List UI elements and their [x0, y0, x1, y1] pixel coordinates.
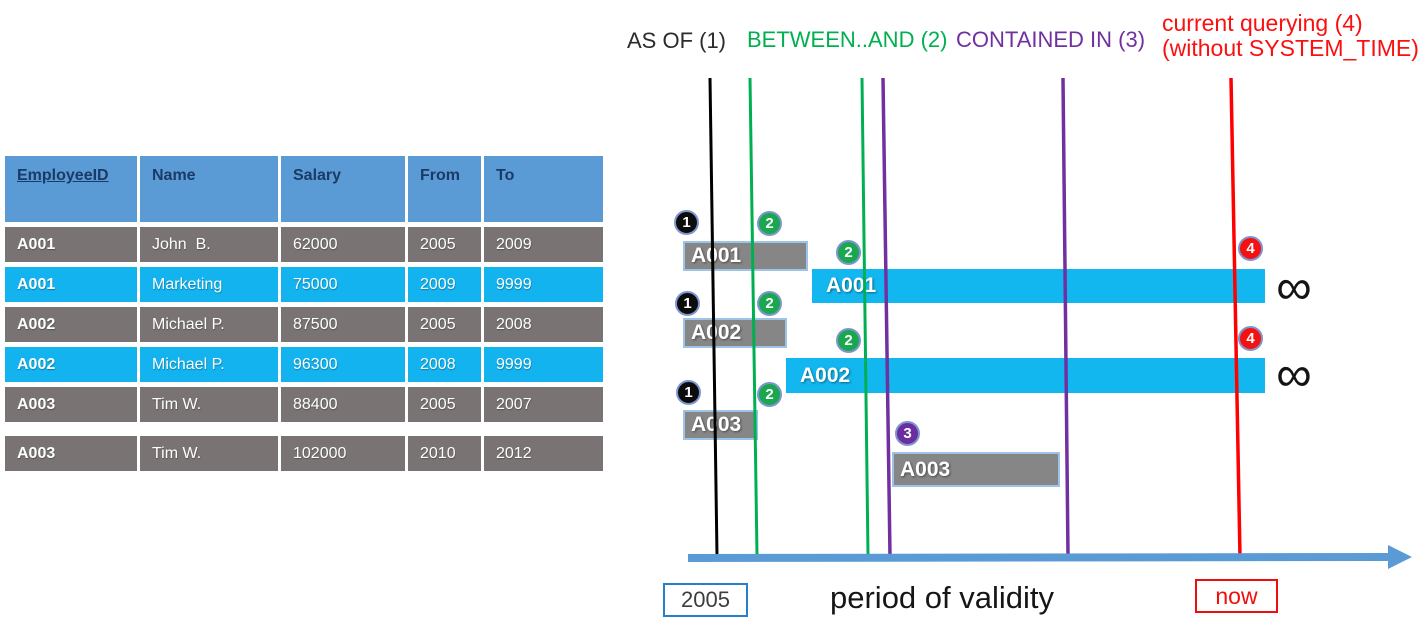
axis-start-year-box: 2005 — [663, 583, 748, 617]
validity-bar-label: A001 — [826, 274, 877, 297]
employee-id-cell: A003 — [5, 387, 137, 422]
validity-bar-a002-history: A002 — [683, 318, 787, 348]
employee-id-cell: A001 — [5, 267, 137, 302]
to-cell: 2012 — [484, 436, 603, 471]
time-axis-arrowhead — [1388, 545, 1412, 569]
name-cell: Tim W. — [140, 387, 278, 422]
to-cell: 2009 — [484, 227, 603, 262]
salary-cell: 88400 — [281, 387, 405, 422]
validity-bar-label: A002 — [691, 321, 742, 344]
column-header: To — [484, 156, 603, 222]
column-header: Name — [140, 156, 278, 222]
from-cell: 2008 — [408, 347, 481, 382]
query-badge-2: 2 — [757, 382, 782, 407]
validity-bar-a001-current: A001 — [812, 269, 1265, 303]
name-cell: Michael P. — [140, 347, 278, 382]
infinity-symbol-a002: ∞ — [1276, 346, 1312, 402]
validity-bar-label: A001 — [691, 244, 742, 267]
between-start-line — [748, 77, 759, 557]
to-cell: 2007 — [484, 387, 603, 422]
query-badge-2: 2 — [836, 240, 861, 265]
between-end-line — [860, 77, 870, 557]
query-badge-4: 4 — [1238, 236, 1263, 261]
query-badge-2: 2 — [757, 211, 782, 236]
employee-id-cell: A001 — [5, 227, 137, 262]
to-cell: 9999 — [484, 347, 603, 382]
salary-cell: 75000 — [281, 267, 405, 302]
column-header: From — [408, 156, 481, 222]
validity-bar-label: A003 — [691, 413, 742, 436]
query-badge-4: 4 — [1238, 326, 1263, 351]
axis-title: period of validity — [830, 580, 1055, 615]
salary-cell: 96300 — [281, 347, 405, 382]
query-badge-2: 2 — [836, 328, 861, 353]
validity-bar-a003-history: A003 — [892, 452, 1060, 487]
query-badge-1: 1 — [676, 380, 701, 405]
validity-bar-label: A002 — [800, 363, 851, 387]
legend-current-querying-line2: (without SYSTEM_TIME) — [1162, 35, 1419, 61]
query-badge-3: 3 — [895, 421, 920, 446]
salary-cell: 102000 — [281, 436, 405, 471]
time-axis-line — [687, 553, 1393, 562]
query-badge-1: 1 — [674, 210, 699, 235]
employee-id-cell: A003 — [5, 436, 137, 471]
validity-bar-a003-history: A003 — [683, 410, 758, 440]
validity-bar-label: A003 — [900, 457, 951, 481]
name-cell: Marketing — [140, 267, 278, 302]
from-cell: 2005 — [408, 387, 481, 422]
from-cell: 2005 — [408, 307, 481, 342]
axis-start-year-label: 2005 — [681, 587, 730, 612]
legend-as-of: AS OF (1) — [627, 28, 727, 53]
axis-now-label: now — [1215, 582, 1258, 609]
now-line — [1229, 77, 1242, 558]
salary-cell: 87500 — [281, 307, 405, 342]
column-header: Salary — [281, 156, 405, 222]
name-cell: Michael P. — [140, 307, 278, 342]
legend-current-querying-line1: current querying (4) — [1162, 10, 1363, 36]
contained-start-line — [881, 77, 892, 557]
validity-bar-a002-current: A002 — [786, 358, 1265, 393]
column-header: EmployeeID — [5, 156, 137, 222]
legend-between-and: BETWEEN..AND (2) — [747, 27, 948, 52]
employee-id-cell: A002 — [5, 307, 137, 342]
legend-contained-in: CONTAINED IN (3) — [956, 27, 1146, 52]
employee-id-cell: A002 — [5, 347, 137, 382]
validity-bar-a001-history: A001 — [683, 241, 808, 271]
as-of-line — [708, 77, 719, 557]
to-cell: 9999 — [484, 267, 603, 302]
query-badge-1: 1 — [675, 291, 700, 316]
legend-current-querying: current querying (4) (without SYSTEM_TIM… — [1162, 11, 1419, 61]
infinity-symbol-a001: ∞ — [1276, 259, 1312, 315]
query-badge-2: 2 — [757, 291, 782, 316]
axis-now-box: now — [1195, 579, 1278, 613]
from-cell: 2005 — [408, 227, 481, 262]
to-cell: 2008 — [484, 307, 603, 342]
from-cell: 2010 — [408, 436, 481, 471]
name-cell: John B. — [140, 227, 278, 262]
contained-end-line — [1061, 77, 1070, 557]
from-cell: 2009 — [408, 267, 481, 302]
name-cell: Tim W. — [140, 436, 278, 471]
salary-cell: 62000 — [281, 227, 405, 262]
